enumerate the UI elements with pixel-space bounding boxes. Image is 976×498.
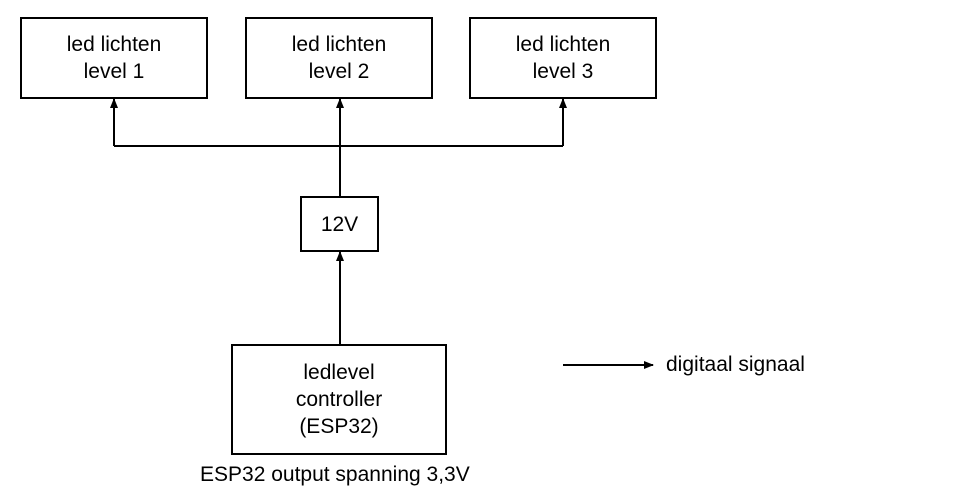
led-level-3-box: led lichten level 3 [469, 17, 657, 99]
led-level-1-box: led lichten level 1 [20, 17, 208, 99]
led-level-2-box: led lichten level 2 [245, 17, 433, 99]
controller-box: ledlevel controller (ESP32) [231, 344, 447, 455]
led-level-3-line2: level 3 [532, 60, 594, 83]
controller-line1: ledlevel [303, 361, 375, 384]
controller-line3: (ESP32) [299, 415, 379, 438]
controller-line2: controller [295, 388, 383, 411]
led-level-1-line2: level 1 [83, 60, 145, 83]
led-level-2-line1: led lichten [291, 33, 387, 56]
power-supply-label: 12V [320, 212, 359, 236]
power-supply-box: 12V [300, 196, 379, 252]
led-level-2-line2: level 2 [308, 60, 370, 83]
legend-label: digitaal signaal [666, 353, 805, 376]
led-level-1-line1: led lichten [66, 33, 162, 56]
led-level-3-line1: led lichten [515, 33, 611, 56]
controller-voltage-caption: ESP32 output spanning 3,3V [200, 463, 470, 486]
